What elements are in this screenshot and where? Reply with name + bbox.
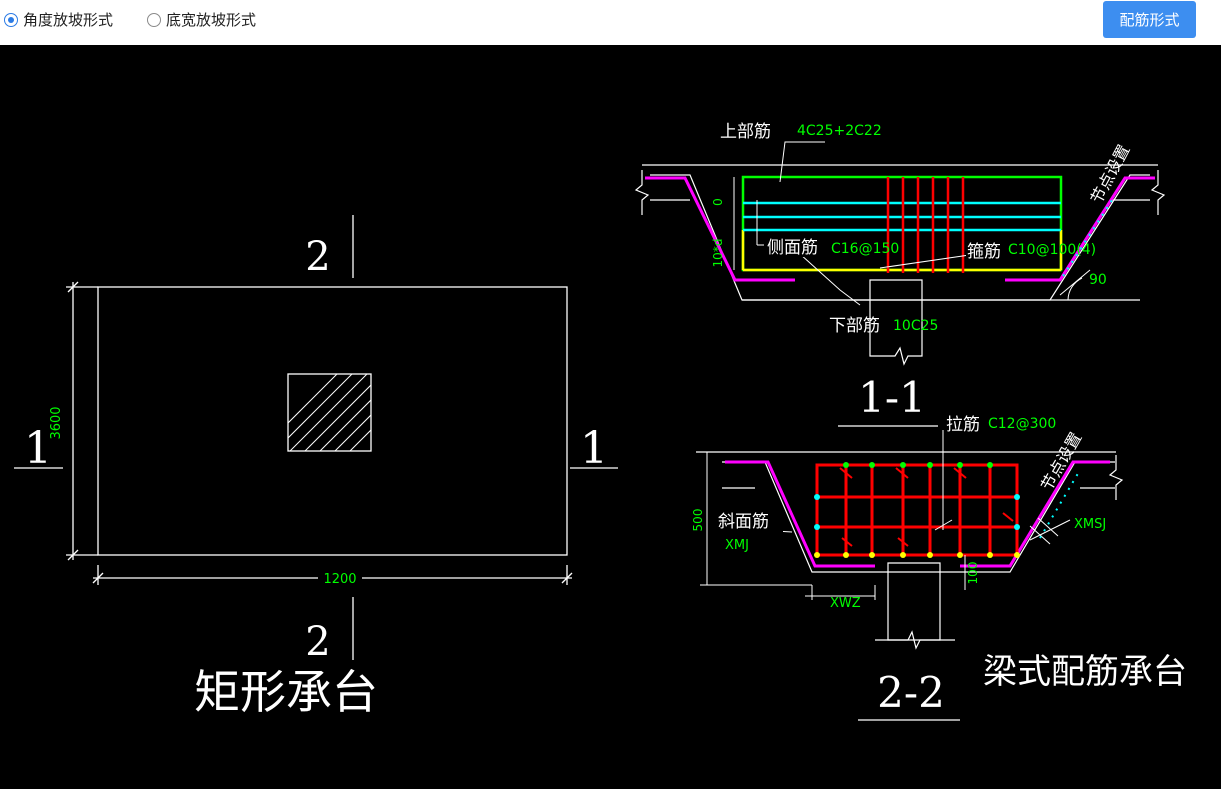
radio-angle-slope[interactable]: 角度放坡形式 bbox=[4, 9, 113, 30]
top-bar-value: 4C25+2C22 bbox=[797, 123, 882, 139]
xmj-label: XMJ bbox=[725, 538, 749, 553]
side-bar-label: 侧面筋 bbox=[767, 238, 818, 258]
xmsj-label: XMSJ bbox=[1074, 517, 1106, 532]
toolbar: 角度放坡形式 底宽放坡形式 配筋形式 bbox=[0, 0, 1221, 45]
bottom-bar-value: 10C25 bbox=[893, 318, 938, 334]
section-label-left: 1 bbox=[24, 423, 52, 474]
dim-100: 100 bbox=[966, 562, 980, 585]
plan-view bbox=[14, 215, 618, 660]
stirrup-value: C10@100(4) bbox=[1008, 242, 1096, 258]
radio-width-slope-label: 底宽放坡形式 bbox=[166, 11, 257, 29]
section-2-2-drawing bbox=[696, 430, 1124, 650]
column-hatch bbox=[288, 374, 371, 451]
section-1-1-drawing bbox=[634, 141, 1166, 366]
section-label-right: 1 bbox=[580, 423, 608, 474]
radio-unchecked-icon bbox=[147, 12, 161, 27]
node-setting-label-1: 节点设置 bbox=[1087, 141, 1134, 206]
section-label-bottom: 2 bbox=[305, 619, 330, 665]
top-bar-label: 上部筋 bbox=[720, 122, 771, 142]
plan-dim-width: 1200 bbox=[323, 572, 356, 587]
tie-label: 拉筋 bbox=[946, 415, 980, 435]
bottom-bar-label: 下部筋 bbox=[829, 316, 880, 336]
section-2-2-title: 2-2 bbox=[877, 668, 945, 717]
plan-title: 矩形承台 bbox=[194, 665, 378, 719]
plan-dim-height: 3600 bbox=[49, 406, 64, 439]
dim-10d: 10*d bbox=[711, 239, 725, 268]
section-1-1-labels: 上部筋 4C25+2C22 侧面筋 C16@150 箍筋 C10@100(4) … bbox=[711, 122, 1134, 427]
section-1-1-title: 1-1 bbox=[858, 373, 926, 422]
pile-cap-outline bbox=[97, 286, 568, 556]
stirrup-label: 箍筋 bbox=[967, 242, 1001, 262]
dim-zero: 0 bbox=[711, 198, 725, 206]
xwz-label: XWZ bbox=[830, 596, 861, 611]
beam-cap-caption: 梁式配筋承台 bbox=[983, 652, 1187, 692]
radio-angle-slope-label: 角度放坡形式 bbox=[23, 11, 114, 29]
rebar-form-button[interactable]: 配筋形式 bbox=[1103, 1, 1196, 38]
dim-500: 500 bbox=[691, 509, 705, 532]
radio-checked-icon bbox=[4, 12, 18, 27]
tie-value: C12@300 bbox=[988, 416, 1056, 432]
side-bar-value: C16@150 bbox=[831, 241, 899, 257]
cad-drawing-canvas: 3600 1200 1 1 2 2 矩形承台 bbox=[0, 45, 1221, 789]
section-2-2-dots bbox=[814, 462, 1020, 558]
slope-bar-label: 斜面筋 bbox=[718, 512, 769, 532]
radio-width-slope[interactable]: 底宽放坡形式 bbox=[147, 9, 256, 30]
column-outline bbox=[287, 373, 372, 452]
section-label-top: 2 bbox=[305, 234, 330, 280]
cad-drawing: 3600 1200 1 1 2 2 矩形承台 bbox=[14, 122, 1187, 721]
angle-label: 90 bbox=[1089, 272, 1107, 288]
